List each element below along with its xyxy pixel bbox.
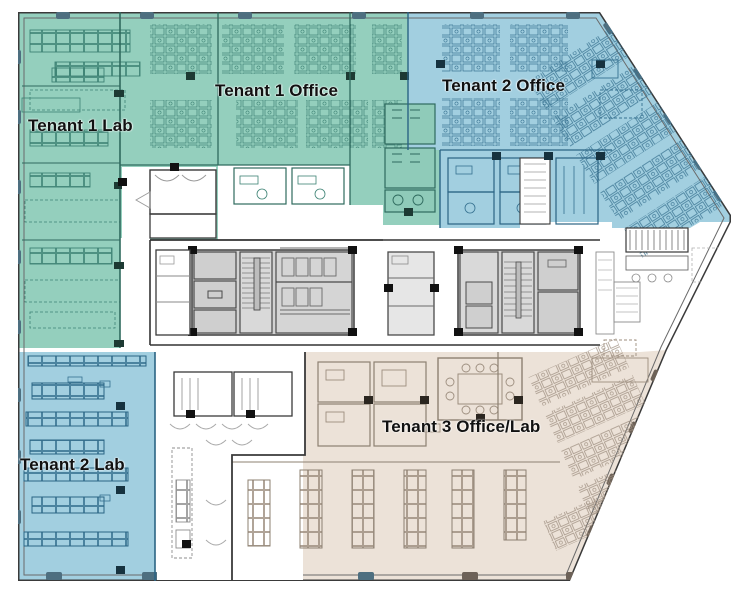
west-service-rooms — [155, 249, 191, 336]
tenant-2-lab-equipment — [23, 352, 156, 581]
east-exit-stair — [613, 227, 689, 323]
tenant-1-office-notch-rooms — [118, 163, 217, 239]
south-service-corridor — [157, 352, 303, 580]
upper-right-service — [591, 59, 643, 119]
tenant-3-furniture — [231, 338, 679, 581]
tenant-1-office-furniture — [120, 12, 436, 241]
core-east — [454, 246, 583, 336]
core-west — [188, 246, 357, 336]
mid-corridor-rooms — [384, 251, 439, 336]
core-corridors — [149, 239, 600, 346]
